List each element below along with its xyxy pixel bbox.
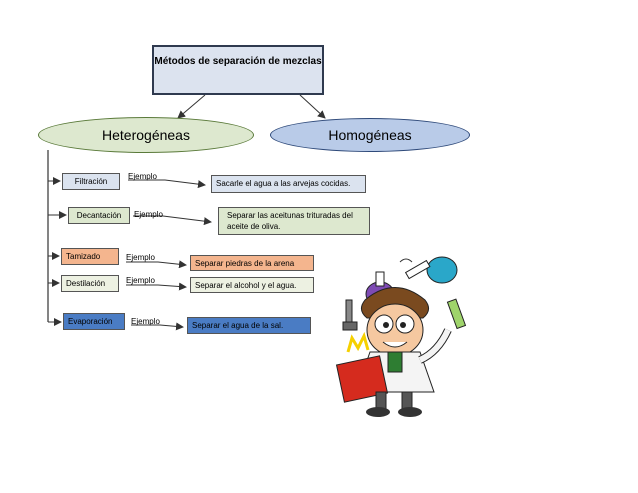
- example-label-filtracion: Ejemplo: [128, 172, 157, 181]
- example-label-destilacion: Ejemplo: [126, 276, 155, 285]
- arrow-to-heterogeneas: [177, 94, 206, 119]
- example-label-evaporacion: Ejemplo: [131, 317, 160, 326]
- example-box-destilacion: Separar el alcohol y el agua.: [190, 277, 314, 293]
- method-box-destilacion: Destilación: [61, 275, 119, 292]
- method-box-decantacion: Decantación: [68, 207, 130, 224]
- example-box-decantacion: Separar las aceitunas trituradas del ace…: [218, 207, 370, 235]
- homogeneas-node: Homogéneas: [270, 118, 470, 152]
- method-box-tamizado: Tamizado: [61, 248, 119, 265]
- title-box: Métodos de separación de mezclas: [152, 45, 324, 95]
- scientist-illustration: [335, 256, 467, 417]
- heterogeneas-node: Heterogéneas: [38, 117, 254, 153]
- homogeneas-label: Homogéneas: [328, 127, 412, 143]
- example-box-tamizado: Separar piedras de la arena: [190, 255, 314, 271]
- diagram-title: Métodos de separación de mezclas: [154, 56, 322, 67]
- heterogeneas-label: Heterogéneas: [102, 127, 190, 143]
- arrow-to-homogeneas: [299, 94, 326, 119]
- method-box-evaporacion: Evaporación: [63, 313, 125, 330]
- example-box-filtracion: Sacarle el agua a las arvejas cocidas.: [211, 175, 366, 193]
- example-box-evaporacion: Separar el agua de la sal.: [187, 317, 311, 334]
- method-box-filtracion: Filtración: [62, 173, 120, 190]
- example-label-decantacion: Ejemplo: [134, 210, 163, 219]
- example-label-tamizado: Ejemplo: [126, 253, 155, 262]
